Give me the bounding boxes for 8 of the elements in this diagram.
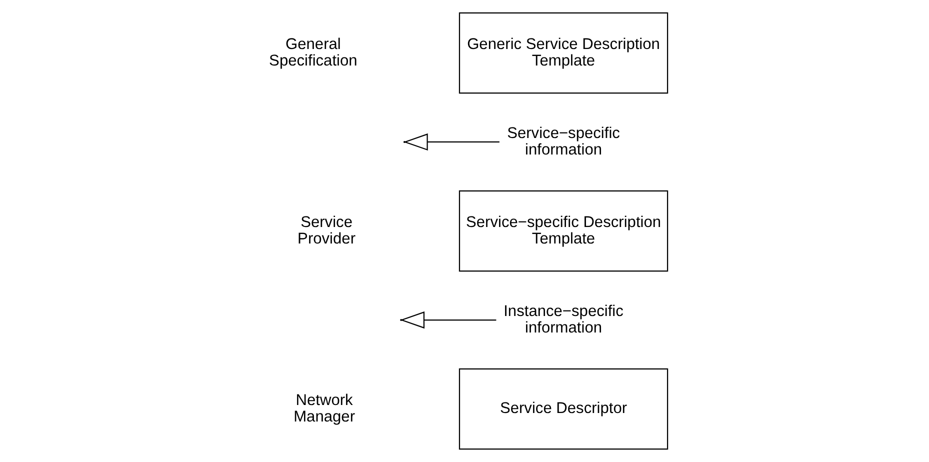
node-text: Service−specific information xyxy=(507,124,620,158)
label: General Specification xyxy=(269,36,358,70)
label: Service Provider xyxy=(298,214,356,248)
node-box: Service−specific Description Template xyxy=(458,190,668,272)
node-text: Instance−specific information xyxy=(504,302,624,336)
node-box: Generic Service Description Template xyxy=(458,12,668,94)
node-box: Service Descriptor xyxy=(458,368,668,450)
label: Network Manager xyxy=(294,392,356,426)
